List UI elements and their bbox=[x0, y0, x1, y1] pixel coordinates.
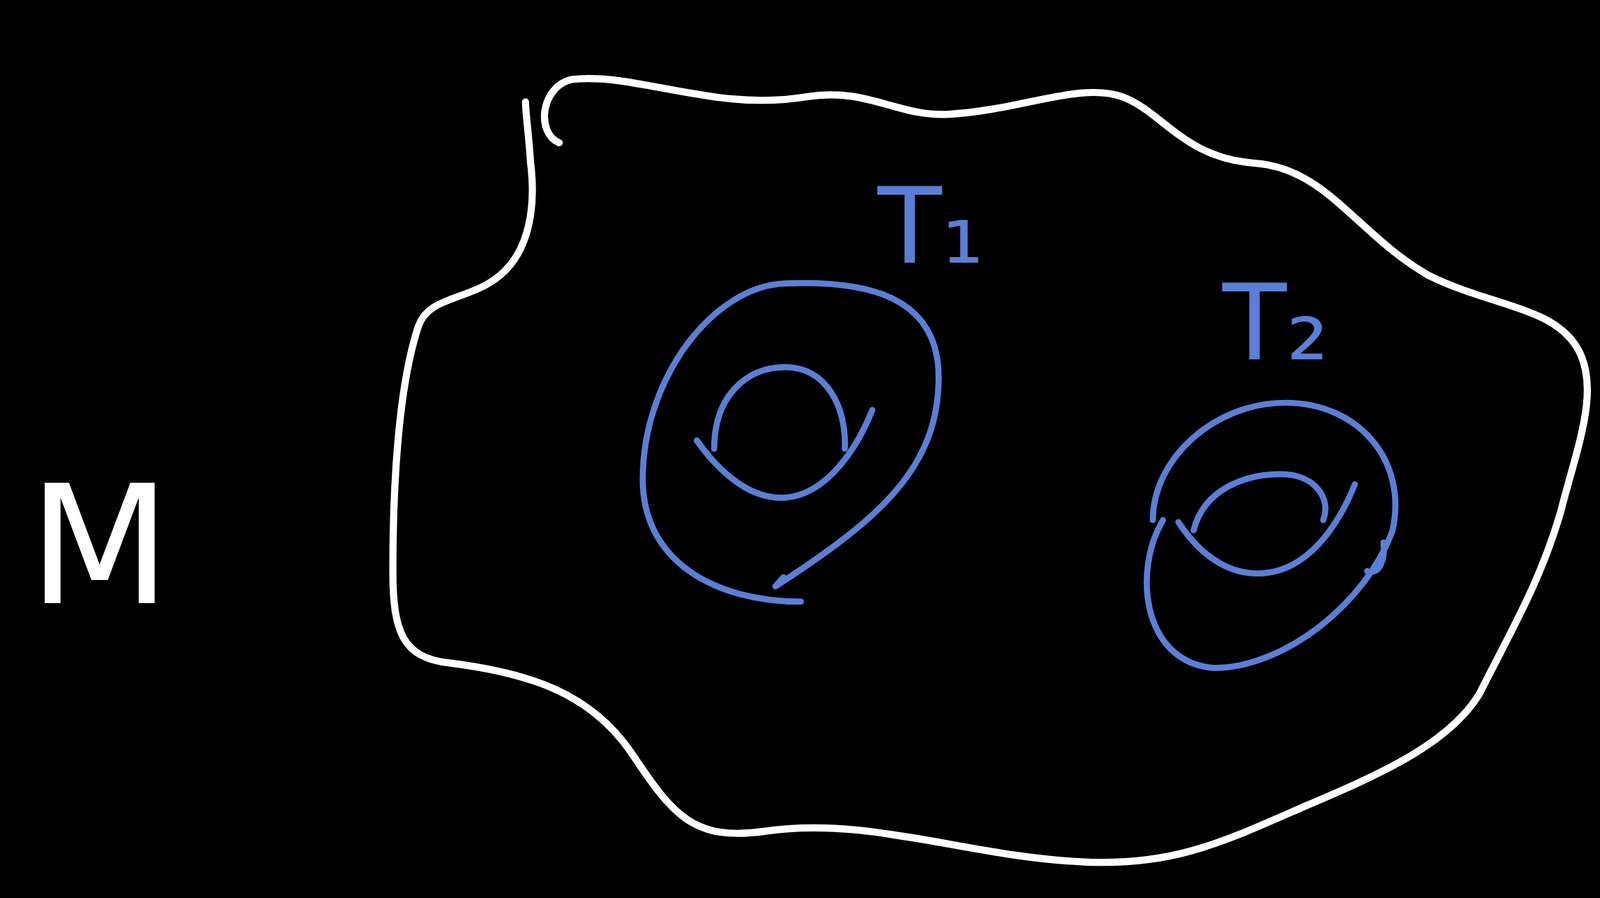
region-label: T₁ bbox=[877, 173, 984, 279]
outline-stroke bbox=[696, 409, 872, 498]
label-holder: M bbox=[28, 463, 172, 629]
label-holder: T₁ bbox=[877, 173, 984, 279]
outline-stroke bbox=[1194, 474, 1326, 531]
outline-stroke bbox=[642, 283, 939, 603]
region-label: M bbox=[28, 463, 172, 629]
outline-stroke bbox=[1178, 484, 1356, 574]
torus: T₂ bbox=[1117, 275, 1424, 684]
torus: T₁ bbox=[622, 183, 1001, 623]
outline-stroke bbox=[714, 367, 846, 449]
outline-stroke bbox=[1147, 402, 1397, 669]
label-holder: T₂ bbox=[1222, 270, 1329, 376]
region-label: T₂ bbox=[1222, 270, 1329, 376]
outline-stroke bbox=[1367, 543, 1385, 573]
outline-stroke bbox=[393, 78, 1588, 863]
